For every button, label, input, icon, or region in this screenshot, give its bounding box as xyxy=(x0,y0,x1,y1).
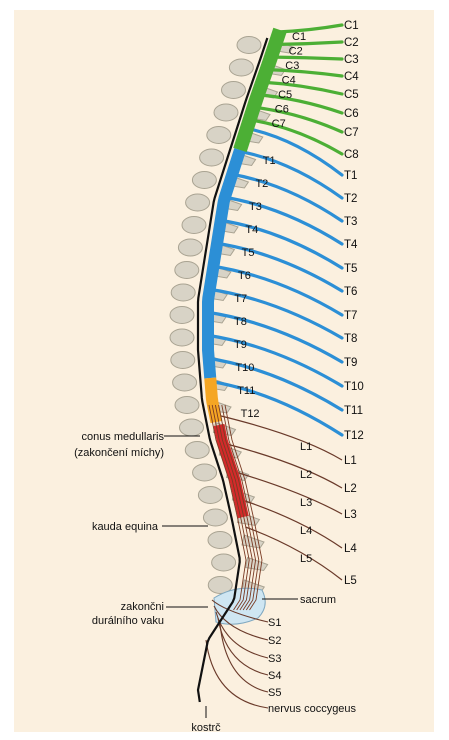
sacral-label: S3 xyxy=(268,653,281,665)
vertebral-body xyxy=(222,82,246,99)
vertebral-body xyxy=(185,442,209,459)
nerve-label-right: L5 xyxy=(344,575,357,587)
nerve-label-right: T8 xyxy=(344,333,357,345)
vertebral-body xyxy=(170,307,194,324)
nerve-root xyxy=(273,42,342,45)
nerve-label-right: C5 xyxy=(344,89,359,101)
nerve-label-right: T3 xyxy=(344,216,357,228)
nerve-label-inner: T9 xyxy=(234,339,247,351)
nerve-label-right: C2 xyxy=(344,37,359,49)
nerve-label-inner: L2 xyxy=(300,469,312,481)
nerve-label-right: L3 xyxy=(344,509,357,521)
vertebral-body xyxy=(178,239,202,256)
nerve-label-inner: T2 xyxy=(255,178,268,190)
nerve-label-inner: T12 xyxy=(241,408,260,420)
nerve-label-inner: L5 xyxy=(300,553,312,565)
conus-medullaris-label: conus medullaris xyxy=(81,431,164,443)
nerve-label-inner: C6 xyxy=(275,104,289,116)
vertebral-body xyxy=(171,352,195,369)
nerve-label-inner: T5 xyxy=(242,247,255,259)
vertebral-body xyxy=(182,217,206,234)
vertebral-body xyxy=(192,172,216,189)
vertebral-body xyxy=(171,284,195,301)
nerve-label-right: T1 xyxy=(344,170,357,182)
nerve-label-inner: C5 xyxy=(278,89,292,101)
nerve-label-right: C4 xyxy=(344,71,359,83)
sacral-label: S2 xyxy=(268,635,281,647)
dural-sac-end-label: zakončni xyxy=(121,601,164,613)
nerve-label-inner: C3 xyxy=(285,60,299,72)
vertebral-body xyxy=(237,37,261,54)
nerve-label-right: T4 xyxy=(344,239,358,251)
nerve-label-right: T2 xyxy=(344,193,357,205)
nerve-label-inner: T8 xyxy=(234,316,247,328)
sacral-label: S5 xyxy=(268,687,281,699)
nerve-label-right: L1 xyxy=(344,455,357,467)
vertebral-body xyxy=(175,262,199,279)
nerve-label-right: C8 xyxy=(344,149,359,161)
vertebral-body xyxy=(203,509,227,526)
nerve-label-inner: T7 xyxy=(234,293,247,305)
vertebral-body xyxy=(214,104,238,121)
sacral-label: S1 xyxy=(268,617,281,629)
nerve-label-right: T6 xyxy=(344,286,357,298)
nerve-label-inner: C2 xyxy=(289,46,303,58)
nerve-label-right: L2 xyxy=(344,483,357,495)
nerve-root xyxy=(277,25,342,32)
nerve-label-right: T5 xyxy=(344,263,357,275)
kostrc-label: kostrč xyxy=(191,722,221,734)
sacral-nerve-root xyxy=(218,618,268,675)
nerve-root xyxy=(269,57,342,59)
vertebral-body xyxy=(186,194,210,211)
nerve-label-inner: L3 xyxy=(300,497,312,509)
vertebral-body xyxy=(229,59,253,76)
sacral-label: S4 xyxy=(268,670,281,682)
nerve-label-inner: L1 xyxy=(300,441,312,453)
nerve-label-right: T11 xyxy=(344,405,363,417)
nerve-label-inner: T10 xyxy=(235,362,254,374)
nerve-label-right: T10 xyxy=(344,381,364,393)
sacrum-label: sacrum xyxy=(300,594,336,606)
nerve-label-inner: T1 xyxy=(263,155,276,167)
vertebral-body xyxy=(212,554,236,571)
vertebral-body xyxy=(198,487,222,504)
nerve-label-inner: L4 xyxy=(300,525,312,537)
cauda-equina-label: kauda equina xyxy=(92,521,159,533)
nerve-label-right: C1 xyxy=(344,20,359,32)
nervus-coccygeus-label: nervus coccygeus xyxy=(268,703,357,715)
nerve-label-inner: C1 xyxy=(292,31,306,43)
nerve-label-inner: T3 xyxy=(249,201,262,213)
lumbar-nerve-root xyxy=(232,471,342,514)
vertebral-body xyxy=(200,149,224,166)
nerve-label-inner: T6 xyxy=(238,270,251,282)
nerve-label-right: T9 xyxy=(344,357,357,369)
nerve-label-inner: T4 xyxy=(245,224,258,236)
nerve-label-inner: C7 xyxy=(272,118,286,130)
vertebral-body xyxy=(193,464,217,481)
vertebral-body xyxy=(208,532,232,549)
nerve-label-right: C3 xyxy=(344,54,359,66)
conus-medullaris-sublabel: (zakončení míchy) xyxy=(74,447,164,459)
nerve-label-inner: T11 xyxy=(237,385,255,397)
vertebral-body xyxy=(173,374,197,391)
nerve-label-right: C6 xyxy=(344,108,359,120)
vertebral-body xyxy=(207,127,231,144)
vertebral-body xyxy=(175,397,199,414)
nerve-label-inner: C4 xyxy=(282,75,296,87)
coccygeal-nerve xyxy=(206,640,268,708)
nerve-label-right: T12 xyxy=(344,430,364,442)
nerve-label-right: L4 xyxy=(344,543,357,555)
nerve-label-right: C7 xyxy=(344,127,359,139)
vertebral-body xyxy=(180,419,204,436)
nerve-label-right: T7 xyxy=(344,310,357,322)
dural-sac-end-sublabel: durálního vaku xyxy=(92,615,164,627)
vertebral-body xyxy=(170,329,194,346)
